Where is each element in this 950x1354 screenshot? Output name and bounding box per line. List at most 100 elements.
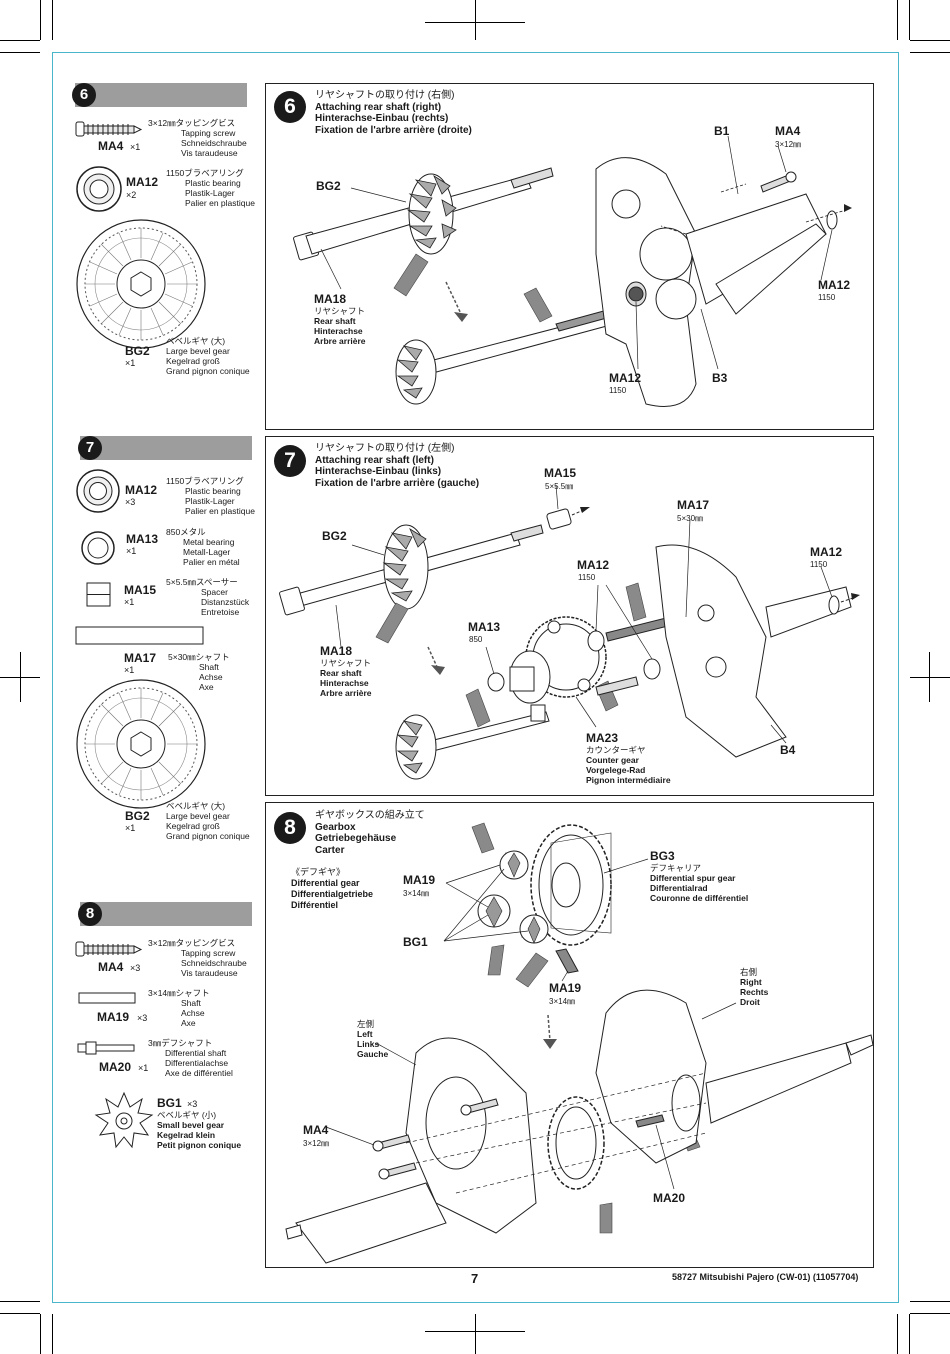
tapping-screw-icon [760, 171, 797, 193]
label-ma18: MA18 リヤシャフト Rear shaft Hinterachse Arbre… [320, 644, 372, 698]
step7-panel-title: リヤシャフトの取り付け (左側) Attaching rear shaft (l… [315, 443, 480, 489]
part-code: MA15 [124, 583, 157, 597]
bevel-gear-icon [406, 173, 457, 255]
part-qty: ×3 [125, 497, 136, 507]
spacer-icon [86, 582, 111, 607]
label-ma12-mid-spec: 1150 [578, 573, 596, 582]
part-description: 3×12㎜タッピングビス Tapping screw Schneidschrau… [148, 938, 247, 978]
gear-case-icon [655, 544, 852, 758]
shaft-icon [75, 626, 204, 645]
label-ma12-right: MA12 [818, 278, 851, 292]
part-code: MA4 [98, 960, 124, 974]
step6-panel-number: 6 [274, 91, 306, 123]
part-code: MA4 [98, 139, 124, 153]
label-ma15-spec: 5×5.5㎜ [545, 482, 574, 491]
tapping-screw-icon [75, 121, 143, 137]
label-ma15: MA15 [544, 466, 577, 480]
step6-panel: 6 リヤシャフトの取り付け (右側) Attaching rear shaft … [265, 83, 874, 430]
plastic-bearing-icon [76, 166, 122, 212]
gear-case-icon [595, 157, 827, 407]
small-bevel-gear-icon [94, 1091, 154, 1149]
spacer-icon [546, 508, 572, 530]
label-b4: B4 [780, 743, 796, 757]
part-description: ベベルギヤ (大) Large bevel gear Kegelrad groß… [166, 801, 250, 841]
page-number: 7 [471, 1271, 479, 1286]
part-qty: ×2 [126, 190, 137, 200]
step8-panel: 8 ギヤボックスの組み立て Gearbox Getriebegehäuse Ca… [265, 802, 874, 1268]
large-bevel-gear-icon [76, 219, 206, 349]
part-code: MA12 [125, 483, 158, 497]
step8-number: 8 [78, 902, 102, 926]
step7-tab [80, 436, 252, 460]
part-description: ベベルギヤ (小) Small bevel gear Kegelrad klei… [157, 1110, 242, 1150]
part-description: 850メタル Metal bearing Metall-Lager Palier… [166, 527, 240, 567]
label-ma4-spec: 3×12㎜ [303, 1139, 330, 1148]
label-ma20: MA20 [653, 1191, 686, 1205]
label-left-side: 左側 Left Links Gauche [357, 1019, 389, 1059]
label-b1: B1 [714, 124, 730, 138]
label-bg2: BG2 [322, 529, 347, 543]
part-qty: ×3 [137, 1013, 148, 1023]
metal-bearing-icon [81, 531, 115, 565]
part-description: 1150ブラベアリング Plastic bearing Plastik-Lage… [166, 168, 255, 208]
step6-illustration [293, 135, 852, 407]
differential-shaft-icon [77, 1041, 135, 1055]
label-ma18: MA18 リヤシャフト Rear shaft Hinterachse Arbre… [314, 292, 366, 346]
part-description: 1150ブラベアリング Plastic bearing Plastik-Lage… [166, 476, 255, 516]
label-ma12-mid: MA12 [577, 558, 610, 572]
part-qty: ×1 [138, 1063, 149, 1073]
step8-tab [80, 902, 252, 926]
part-description: 3×14㎜シャフト Shaft Achse Axe [148, 988, 210, 1028]
part-description: 5×30㎜シャフト Shaft Achse Axe [168, 652, 230, 692]
label-ma23: MA23 カウンターギヤ Counter gear Vorgelege-Rad … [586, 731, 671, 785]
label-ma13: MA13 [468, 620, 501, 634]
part-description: ベベルギヤ (大) Large bevel gear Kegelrad groß… [166, 336, 250, 376]
label-ma4: MA4 [303, 1123, 329, 1137]
label-ma17: MA17 [677, 498, 710, 512]
shaft-icon [78, 992, 136, 1004]
label-bg2: BG2 [316, 179, 341, 193]
part-code: BG1 [157, 1096, 182, 1110]
part-code: MA19 [97, 1010, 130, 1024]
label-right-side: 右側 Right Rechts Droit [740, 967, 769, 1007]
label-ma19-a: MA19 [403, 873, 436, 887]
label-bg3: BG3 デフキャリア Differential spur gear Differ… [650, 849, 749, 903]
step7-illustration [279, 484, 860, 780]
step8-panel-number: 8 [274, 812, 306, 844]
part-description: 3×12㎜タッピングビス Tapping screw Schneidschrau… [148, 118, 247, 158]
label-ma17-spec: 5×30㎜ [677, 514, 704, 523]
label-ma19-b-spec: 3×14㎜ [549, 997, 576, 1006]
label-ma4: MA4 [775, 124, 801, 138]
part-code: BG2 [125, 344, 150, 358]
part-code: MA17 [124, 651, 157, 665]
gear-case-icon [595, 989, 874, 1164]
step7-number: 7 [78, 436, 102, 460]
differential-spur-gear-icon [530, 824, 612, 946]
part-qty: ×3 [130, 963, 141, 973]
label-ma12-right: MA12 [810, 545, 843, 559]
tapping-screw-icon [75, 941, 143, 957]
step6-number: 6 [72, 83, 96, 107]
part-description: 3㎜デフシャフト Differential shaft Differential… [148, 1038, 233, 1078]
label-ma12-bottom-spec: 1150 [609, 386, 627, 395]
large-bevel-gear-icon [76, 679, 206, 809]
part-code: MA13 [126, 532, 159, 546]
step7-panel: 7 リヤシャフトの取り付け (左側) Attaching rear shaft … [265, 436, 874, 796]
part-qty: ×1 [126, 546, 137, 556]
plastic-bearing-icon [76, 469, 120, 513]
part-qty: ×1 [125, 358, 136, 368]
footer-text: 58727 Mitsubishi Pajero (CW-01) (1105770… [672, 1272, 859, 1282]
part-qty: ×1 [125, 823, 136, 833]
part-qty: ×1 [130, 142, 141, 152]
part-qty: ×3 [187, 1099, 198, 1109]
part-code: MA20 [99, 1060, 132, 1074]
step8-illustration [285, 822, 874, 1264]
label-bg1: BG1 [403, 935, 428, 949]
step8-panel-title: ギヤボックスの組み立て Gearbox Getriebegehäuse Cart… [315, 810, 425, 856]
label-ma13-spec: 850 [469, 635, 483, 644]
part-code: BG2 [125, 809, 150, 823]
step6-panel-title: リヤシャフトの取り付け (右側) Attaching rear shaft (r… [315, 90, 472, 136]
label-ma19-a-spec: 3×14㎜ [403, 889, 430, 898]
part-qty: ×1 [124, 665, 135, 675]
part-qty: ×1 [124, 597, 135, 607]
